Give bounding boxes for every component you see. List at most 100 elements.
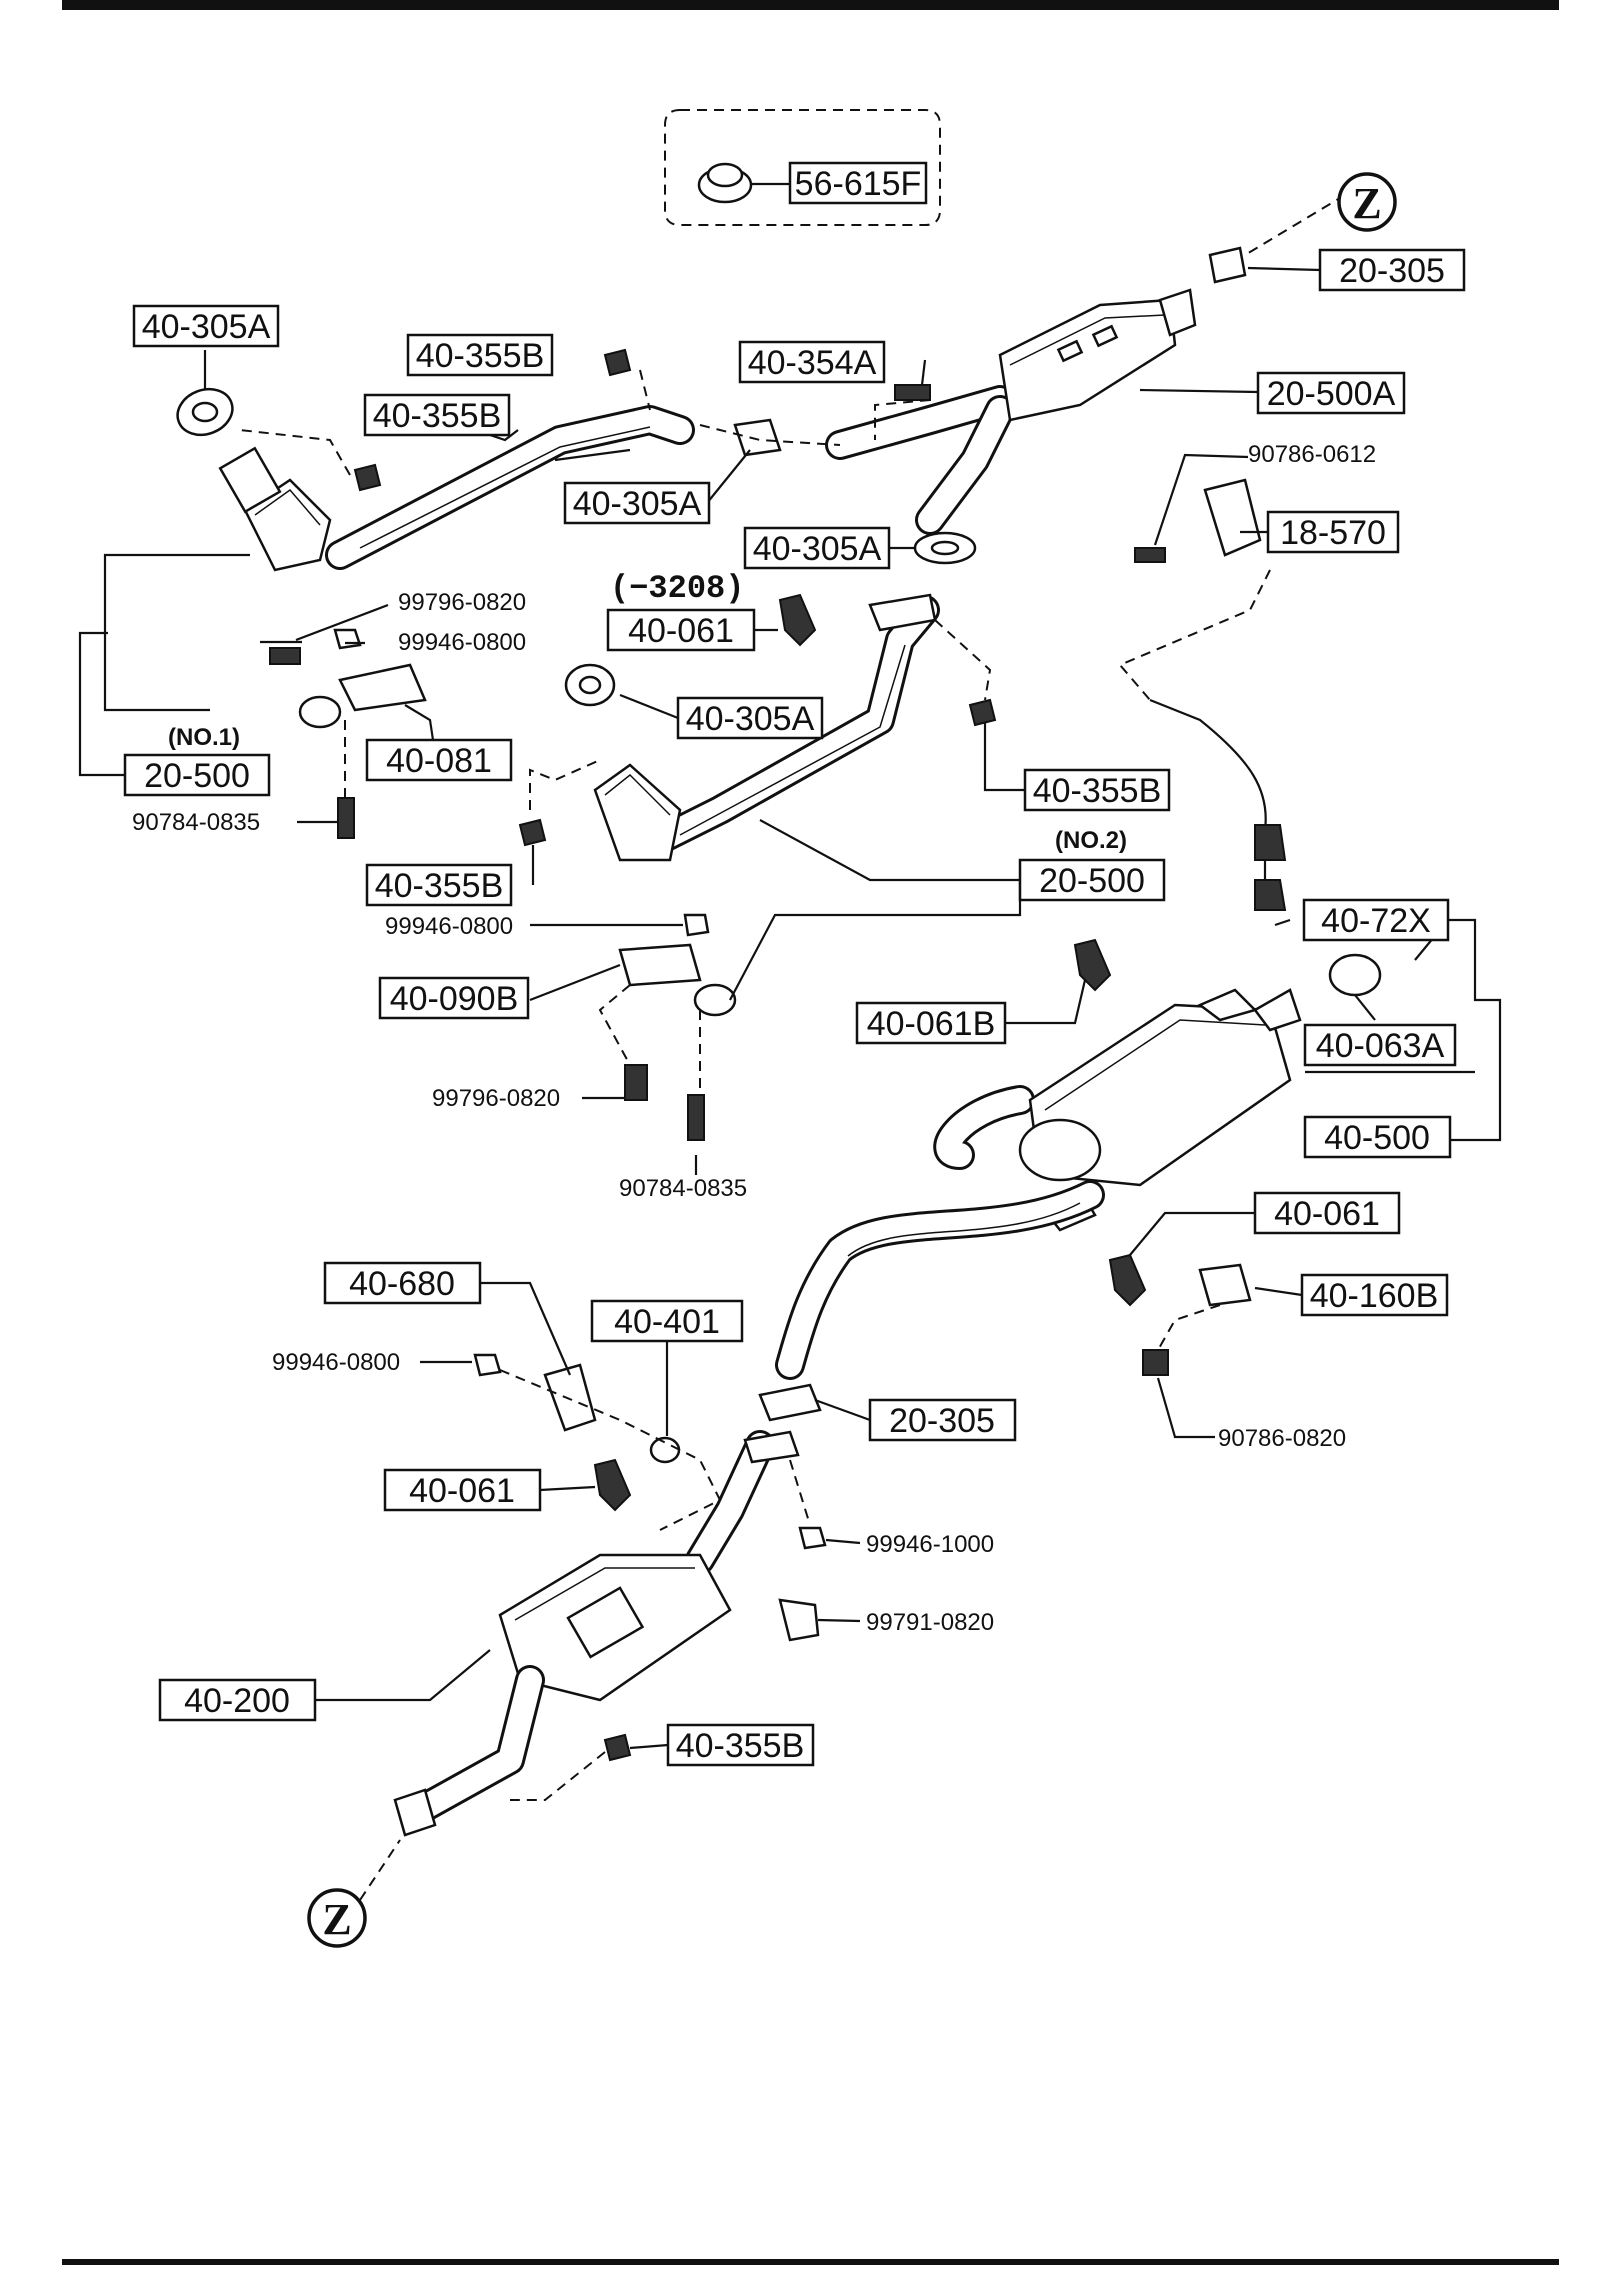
label-90786-0820: 90786-0820 [1218, 1425, 1346, 1452]
svg-text:Z: Z [1352, 179, 1381, 228]
bracket-40-081 [338, 663, 427, 712]
nut-40-355B-left [518, 818, 547, 847]
svg-text:40-354A: 40-354A [748, 344, 877, 382]
svg-text:40-355B: 40-355B [375, 867, 504, 905]
svg-text:40-081: 40-081 [386, 742, 492, 780]
svg-text:20-500: 20-500 [144, 757, 250, 795]
small-parts-group [176, 109, 1382, 1762]
label-20-500A: 20-500A [1256, 371, 1406, 415]
svg-text:40-355B: 40-355B [1033, 772, 1162, 810]
clamp-no1 [298, 695, 342, 729]
connector-z-bottom: Z [307, 1888, 367, 1948]
svg-text:40-500: 40-500 [1324, 1119, 1430, 1157]
hanger-40-061-top [778, 593, 817, 647]
gasket-20-305-top [1208, 246, 1247, 284]
main-muffler [933, 988, 1302, 1232]
nut-40-355B-a [603, 348, 632, 377]
converter-no1 [243, 478, 332, 572]
svg-text:40-061B: 40-061B [867, 1005, 996, 1043]
hanger-40-061-low [593, 1458, 632, 1512]
clamp-no2 [693, 983, 737, 1017]
label-99791-0820: 99791-0820 [866, 1609, 994, 1636]
label-40-061B: 40-061B [855, 1001, 1007, 1045]
svg-text:40-061: 40-061 [1274, 1195, 1380, 1233]
label-90784-0835-b: 90784-0835 [619, 1175, 747, 1202]
label-20-500-no1: 20-500 [123, 753, 271, 797]
nut-40-355B-bottom [603, 1733, 632, 1762]
converter-no2 [593, 763, 682, 862]
assembly-lines [239, 194, 1346, 1901]
label-99946-0800-a: 99946-0800 [398, 629, 526, 656]
svg-text:40-401: 40-401 [614, 1303, 720, 1341]
label-40-355B-left: 40-355B [365, 863, 513, 907]
nut-99946-0800-b [683, 913, 710, 937]
label-99946-1000: 99946-1000 [866, 1531, 994, 1558]
oxygen-sensor [1149, 698, 1267, 890]
label-40-500: 40-500 [1303, 1115, 1452, 1159]
bolt-90786-0820 [1142, 1349, 1169, 1376]
svg-text:40-305A: 40-305A [142, 308, 271, 346]
svg-text:40-061: 40-061 [628, 612, 734, 650]
label-40-160B: 40-160B [1300, 1273, 1449, 1317]
main-catalytic-converter [998, 288, 1197, 422]
nut-40-355B-b [353, 463, 382, 492]
label-18-570: 18-570 [1266, 510, 1400, 554]
bracket-18-570 [1203, 478, 1262, 557]
svg-text:40-305A: 40-305A [686, 700, 815, 738]
hanger-40-061-right [1108, 1253, 1147, 1307]
svg-text:40-063A: 40-063A [1316, 1027, 1445, 1065]
label-40-200: 40-200 [158, 1678, 317, 1722]
bracket-40-090B [618, 943, 702, 987]
svg-text:40-090B: 40-090B [390, 980, 519, 1018]
connector-z-top: Z [1337, 172, 1397, 232]
svg-text:20-305: 20-305 [1339, 252, 1445, 290]
bracket-40-160B [1198, 1263, 1252, 1307]
svg-text:40-355B: 40-355B [676, 1727, 805, 1765]
label-99796-0820-b: 99796-0820 [432, 1085, 560, 1112]
bracket-40-680 [543, 1363, 597, 1432]
svg-text:40-72X: 40-72X [1321, 902, 1431, 940]
label-40-305A-center: 40-305A [676, 696, 824, 740]
bolt-99796-0820-b [624, 1064, 648, 1101]
label-40-355B-right: 40-355B [1023, 768, 1171, 812]
label-56-615F: 56-615F [788, 161, 928, 205]
label-99796-0820-a: 99796-0820 [398, 589, 526, 616]
label-99946-0800-b: 99946-0800 [385, 913, 513, 940]
bolt-90784-0835-b [687, 1094, 705, 1141]
label-20-500-no2: 20-500 [1018, 858, 1166, 902]
bolt-99791-0820 [778, 1598, 820, 1642]
gasket-20-305-low [758, 1383, 822, 1422]
svg-text:56-615F: 56-615F [795, 165, 922, 203]
label-20-305-top: 20-305 [1318, 248, 1466, 292]
stud-40-354A [894, 384, 931, 401]
label-40-061-low: 40-061 [383, 1468, 542, 1512]
label-40-305A-right: 40-305A [743, 526, 891, 570]
nut-40-355B-right [968, 698, 997, 727]
note-no2: (NO.2) [1055, 827, 1127, 854]
bottom-rule [62, 2259, 1559, 2265]
nut-99946-0800-c [473, 1353, 502, 1377]
label-40-061-right: 40-061 [1253, 1191, 1401, 1235]
svg-text:20-500: 20-500 [1039, 862, 1145, 900]
hanger-40-061B [1073, 938, 1112, 992]
leader-lines [78, 182, 1502, 1750]
svg-text:40-680: 40-680 [349, 1265, 455, 1303]
label-40-355B-a: 40-355B [406, 333, 554, 377]
label-40-401: 40-401 [590, 1299, 744, 1343]
svg-text:40-305A: 40-305A [573, 485, 702, 523]
svg-text:40-355B: 40-355B [373, 397, 502, 435]
label-90784-0835-a: 90784-0835 [132, 809, 260, 836]
label-40-063A: 40-063A [1303, 1023, 1457, 1067]
pipes-group [218, 288, 1302, 1837]
label-99946-0800-c: 99946-0800 [272, 1349, 400, 1376]
label-40-354A: 40-354A [738, 340, 886, 384]
svg-text:40-305A: 40-305A [753, 530, 882, 568]
svg-text:Z: Z [322, 1895, 351, 1944]
serial-note: (−3208) [610, 570, 744, 607]
note-no1: (NO.1) [168, 724, 240, 751]
top-rule [62, 0, 1559, 10]
svg-text:20-500A: 20-500A [1267, 375, 1396, 413]
svg-text:40-061: 40-061 [409, 1472, 515, 1510]
label-40-305A-top-left: 40-305A [132, 304, 280, 348]
